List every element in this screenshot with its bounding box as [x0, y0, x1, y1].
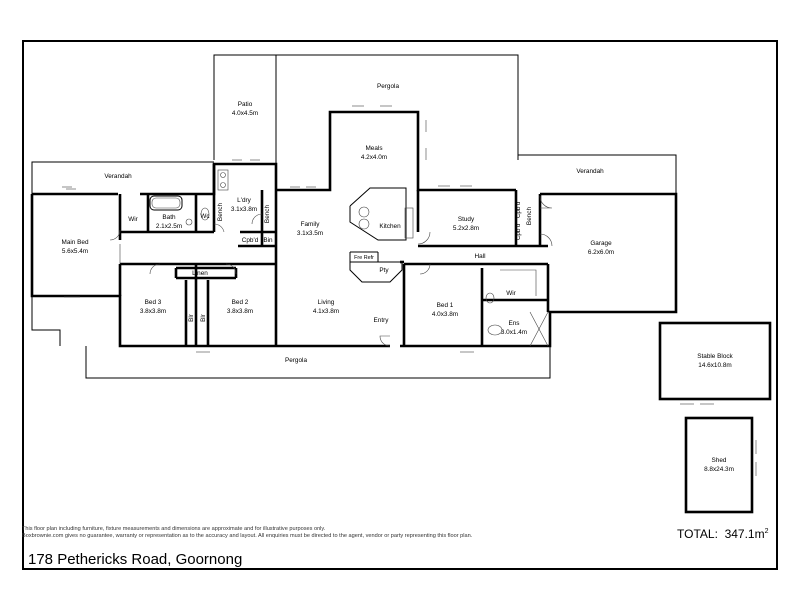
bath-size: 2.1x2.5m [156, 223, 182, 230]
wc-label: Wc [200, 213, 210, 220]
fre-refr-label: Fre Refr [354, 255, 374, 261]
house-walls [30, 110, 678, 348]
blr-2-label: Blr [200, 313, 207, 322]
disclaimer: This floor plan including furniture, fix… [22, 526, 472, 540]
bench-2-label: Bench [264, 204, 271, 223]
total-value: 347.1m [724, 527, 765, 541]
total-unit-superscript: 2 [764, 528, 769, 535]
hall-label: Hall [474, 253, 485, 260]
property-address: 178 Pethericks Road, Goornong [28, 551, 243, 568]
bathroom-fixtures [119, 169, 549, 347]
verandah-left-label: Verandah [104, 173, 132, 180]
bench-1-label: Bench [217, 202, 224, 221]
stable-block-outline [658, 321, 772, 405]
bed2-size: 3.8x3.8m [227, 308, 253, 315]
laundry-label: L'dry [237, 197, 251, 204]
bed2-label: Bed 2 [232, 299, 249, 306]
pergola-top-label: Pergola [377, 83, 399, 90]
bed3-label: Bed 3 [145, 299, 162, 306]
stable-block-label: Stable Block [697, 353, 733, 360]
patio-label: Patio [238, 101, 253, 108]
total-label: TOTAL: [677, 527, 718, 541]
study-size: 5.2x2.8m [453, 225, 479, 232]
meals-size: 4.2x4.0m [361, 154, 387, 161]
garage-size: 6.2x6.0m [588, 249, 614, 256]
bench-study-label: Bench [526, 206, 533, 225]
family-size: 3.1x3.5m [297, 230, 323, 237]
laundry-size: 3.1x3.8m [231, 206, 257, 213]
study-label: Study [458, 216, 475, 223]
bath-label: Bath [162, 214, 176, 221]
main-bed-size: 5.6x5.4m [62, 248, 88, 255]
verandah-right-label: Verandah [576, 168, 604, 175]
shed-size: 8.8x24.3m [704, 466, 734, 473]
ens-size: 3.0x1.4m [501, 329, 527, 336]
living-label: Living [318, 299, 335, 306]
room-labels: Patio 4.0x4.5m Pergola Meals 4.2x4.0m Ve… [62, 83, 734, 473]
garage-label: Garage [590, 240, 612, 247]
bin-label: Bin [263, 237, 273, 244]
wir-main-label: Wir [128, 216, 138, 223]
sliding-door-markers [62, 105, 474, 353]
bed3-size: 3.8x3.8m [140, 308, 166, 315]
family-label: Family [301, 221, 321, 228]
cpbd-laundry-label: Cpb'd [242, 237, 259, 244]
ens-label: Ens [508, 320, 519, 327]
cpbd-study-2-label: Cpb'd [515, 223, 522, 240]
page-frame [22, 40, 778, 570]
bed1-size: 4.0x3.8m [432, 311, 458, 318]
total-area: TOTAL: 347.1m2 [677, 527, 769, 541]
patio-size: 4.0x4.5m [232, 110, 258, 117]
disclaimer-line-2: Boxbrownie.com gives no guarantee, warra… [22, 533, 473, 539]
door-swings [109, 195, 553, 347]
bed1-label: Bed 1 [437, 302, 454, 309]
linen-label: Linen [192, 270, 208, 277]
shed-outline [684, 416, 757, 514]
disclaimer-line-1: This floor plan including furniture, fix… [22, 526, 326, 532]
meals-label: Meals [365, 145, 382, 152]
blr-1-label: Blr [188, 313, 195, 322]
pergola-bottom-label: Pergola [285, 357, 307, 364]
wir-bed1-label: Wir [506, 290, 516, 297]
cpbd-study-1-label: Cpb'd [515, 201, 522, 218]
pty-label: Pty [379, 267, 389, 274]
kitchen-fixtures [349, 187, 414, 283]
stable-block-size: 14.6x10.8m [698, 362, 731, 369]
kitchen-label: Kitchen [379, 223, 401, 230]
living-size: 4.1x3.8m [313, 308, 339, 315]
entry-label: Entry [374, 317, 390, 324]
shed-label: Shed [712, 457, 727, 464]
main-bed-label: Main Bed [62, 239, 89, 246]
